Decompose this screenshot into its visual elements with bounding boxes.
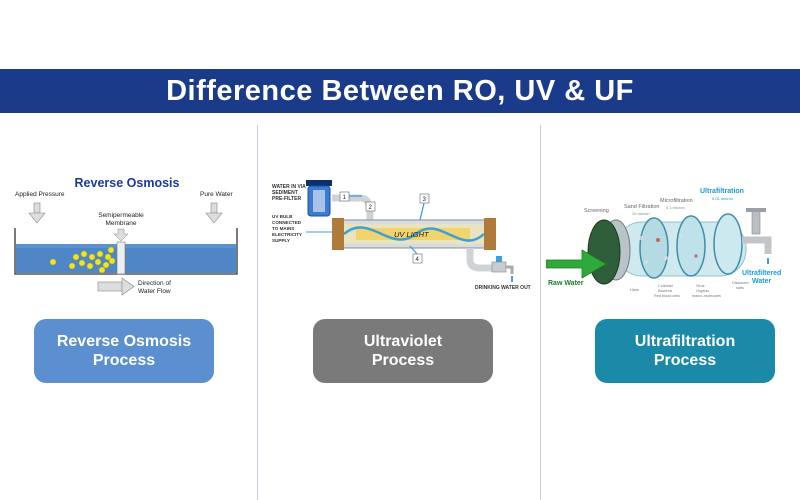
- uv-light-label: UV LIGHT: [394, 230, 430, 239]
- ro-diagram-title: Reverse Osmosis: [75, 176, 180, 190]
- uv-button-line2: Process: [371, 352, 435, 369]
- bacteria-label-1: Colloidal: [658, 284, 673, 288]
- raw-water-arrow-icon: [546, 249, 607, 279]
- reverse-osmosis-diagram: Reverse Osmosis Applied Pressure Pure Wa…: [14, 176, 238, 296]
- applied-pressure-arrow-icon: [28, 202, 46, 224]
- virus-label-3: macro-molecules: [692, 294, 721, 298]
- step-1-label: 1: [343, 195, 347, 201]
- water-in-label-3: PRE-FILTER: [272, 196, 301, 202]
- membrane-label-2: Membrane: [105, 220, 136, 227]
- uv-button-line1: Ultraviolet: [363, 333, 443, 350]
- ultrafiltration-process-button[interactable]: Ultrafiltration Process: [595, 319, 775, 383]
- uf-button-line1: Ultrafiltration: [634, 333, 736, 350]
- page-title: Difference Between RO, UV & UF: [0, 69, 800, 113]
- water-flow-arrow-icon: [97, 277, 135, 296]
- sand-filtration-sub: 10 micron: [632, 211, 650, 216]
- prefilter-icon: [306, 180, 332, 217]
- uf-button-line2: Process: [653, 352, 717, 369]
- microfiltration-label: Microfiltration: [660, 198, 693, 204]
- ultraviolet-process-button[interactable]: Ultraviolet Process: [313, 319, 493, 383]
- column-divider-left: [257, 125, 258, 500]
- ultrafiltration-sub: 0.01 micron: [712, 196, 733, 201]
- raw-water-label: Raw Water: [548, 280, 584, 287]
- pure-water-arrow-icon: [205, 202, 223, 224]
- ro-button-line1: Reverse Osmosis: [56, 333, 192, 350]
- solute-particles-icon: [49, 246, 116, 274]
- column-divider-right: [540, 125, 541, 500]
- uv-bulb-label-5: SUPPLY: [272, 238, 290, 243]
- ultrafiltration-diagram: Screening Sand Filtration 10 micron Micr…: [546, 188, 781, 298]
- ultraviolet-diagram: WATER IN VIA SEDIMENT PRE-FILTER UV LIGH…: [272, 180, 531, 291]
- water-in-label-1: WATER IN VIA: [272, 184, 306, 190]
- uv-bulb-label-3: TO MAINS: [272, 226, 294, 231]
- bacteria-label-2: Bacteria: [658, 289, 673, 293]
- membrane-icon: [116, 241, 126, 275]
- ro-button-line2: Process: [92, 352, 156, 369]
- drinking-water-label: DRINKING WATER OUT: [475, 285, 531, 291]
- dissolved-label-1: Dissolved: [732, 281, 748, 285]
- uv-bulb-label-1: UV BULB: [272, 214, 293, 219]
- ultrafiltered-label-2: Water: [752, 278, 771, 285]
- step-4-label: 4: [416, 257, 420, 263]
- membrane-label-1: Semipermeable: [98, 212, 144, 219]
- uf-tap-icon: [746, 208, 769, 264]
- flow-label-1: Direction of: [138, 280, 171, 287]
- screening-label: Screening: [584, 208, 609, 214]
- dissolved-label-2: salts: [736, 286, 744, 290]
- microfiltration-sub: 0.1 micron: [666, 205, 685, 210]
- sand-filtration-label: Sand Filtration: [624, 204, 659, 210]
- bacteria-label-3: Red blood cells: [654, 294, 680, 298]
- hairs-label: Hairs: [630, 288, 639, 292]
- uv-bulb-label-2: CONNECTED: [272, 220, 302, 225]
- step-3-label: 3: [423, 197, 427, 203]
- screening-mesh-icon: [587, 219, 621, 285]
- ultrafiltered-label-1: Ultrafiltered: [742, 270, 781, 277]
- water-in-label-2: SEDIMENT: [272, 190, 298, 196]
- uv-bulb-label-4: ELECTRICITY: [272, 232, 302, 237]
- ultrafiltration-label: Ultrafiltration: [700, 188, 744, 195]
- applied-pressure-label: Applied Pressure: [15, 191, 65, 198]
- step-2-label: 2: [369, 205, 373, 211]
- reverse-osmosis-process-button[interactable]: Reverse Osmosis Process: [34, 319, 214, 383]
- virus-label-1: Virus: [696, 284, 705, 288]
- virus-label-2: Organic: [696, 289, 709, 293]
- pure-water-label: Pure Water: [200, 191, 233, 198]
- tap-icon: [491, 256, 514, 282]
- flow-label-2: Water Flow: [138, 288, 171, 295]
